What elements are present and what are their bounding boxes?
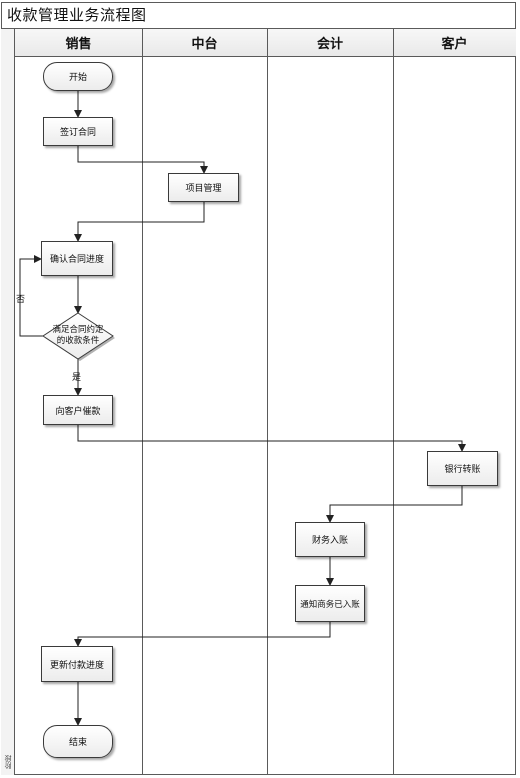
node-update-progress: 更新付款进度 (41, 646, 113, 682)
node-start: 开始 (43, 62, 113, 91)
decision-line-1: 满足合同约定 (52, 325, 104, 335)
edge-bank-to-finance (326, 486, 463, 523)
lane-divider (267, 29, 268, 775)
edge-label-no: 否 (16, 295, 26, 305)
lane-header-acct: 会计 (267, 29, 393, 57)
edge-decision-no-loop (19, 255, 43, 337)
stage-column: 阶段 (1, 29, 15, 775)
diagram-title: 收款管理业务流程图 (7, 6, 147, 24)
decision-line-2: 的收款条件 (56, 336, 100, 346)
node-collect-payment: 向客户催款 (43, 395, 113, 425)
node-project-mgmt: 项目管理 (168, 173, 239, 202)
lane-divider (393, 29, 394, 775)
node-notify-sales: 通知商务已入账 (295, 585, 365, 622)
lane-header-mid: 中台 (142, 29, 267, 57)
edge-label-yes: 是 (72, 373, 82, 383)
node-finance-entry: 财务入账 (295, 522, 365, 557)
node-end: 结束 (43, 725, 113, 758)
title-bar: 收款管理业务流程图 (1, 2, 516, 29)
lane-header-cust: 客户 (393, 29, 516, 57)
lane-header-sales: 销售 (15, 29, 142, 57)
edge-notify-to-update (74, 622, 331, 647)
edge-sign-to-project (77, 146, 208, 174)
node-decision-shape (42, 312, 115, 361)
node-bank-transfer: 银行转账 (427, 451, 498, 486)
lane-divider (142, 29, 143, 775)
node-decision-text: 满足合同约定 的收款条件 (46, 325, 110, 347)
node-confirm-progress: 确认合同进度 (41, 241, 113, 276)
edge-collect-to-bank (77, 425, 466, 452)
edge-project-to-confirm (74, 202, 205, 242)
node-sign-contract: 签订合同 (43, 117, 113, 146)
